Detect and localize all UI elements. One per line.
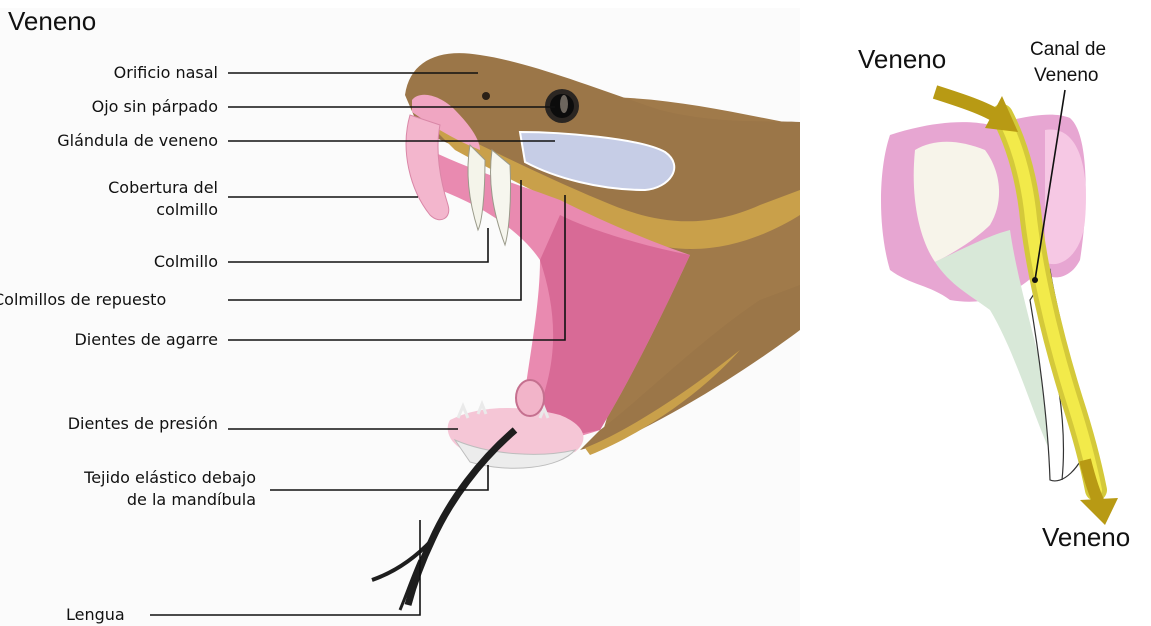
label-tejido-line2: de la mandíbula: [127, 490, 256, 510]
fang-cross-section: [881, 90, 1118, 525]
label-lengua: Lengua: [66, 605, 125, 625]
label-glandula: Glándula de veneno: [57, 131, 218, 151]
label-orificio-nasal: Orificio nasal: [114, 63, 218, 83]
label-dientes-presion: Dientes de presión: [68, 414, 218, 434]
fang-label-canal-line1: Canal de: [1030, 38, 1106, 62]
label-colmillo: Colmillo: [154, 252, 218, 272]
fang-label-veneno-in: Veneno: [858, 44, 946, 75]
page-title: Veneno: [8, 6, 96, 37]
fang-label-veneno-out: Veneno: [1042, 522, 1130, 553]
label-ojo: Ojo sin párpado: [92, 97, 218, 117]
label-cobertura-line1: Cobertura del: [108, 178, 218, 198]
label-colmillos-repuesto: Colmillos de repuesto: [0, 290, 166, 310]
label-tejido-line1: Tejido elástico debajo: [84, 468, 256, 488]
label-cobertura-line2: colmillo: [156, 200, 218, 220]
fang-label-canal-line2: Veneno: [1034, 64, 1098, 88]
label-dientes-agarre: Dientes de agarre: [74, 330, 218, 350]
